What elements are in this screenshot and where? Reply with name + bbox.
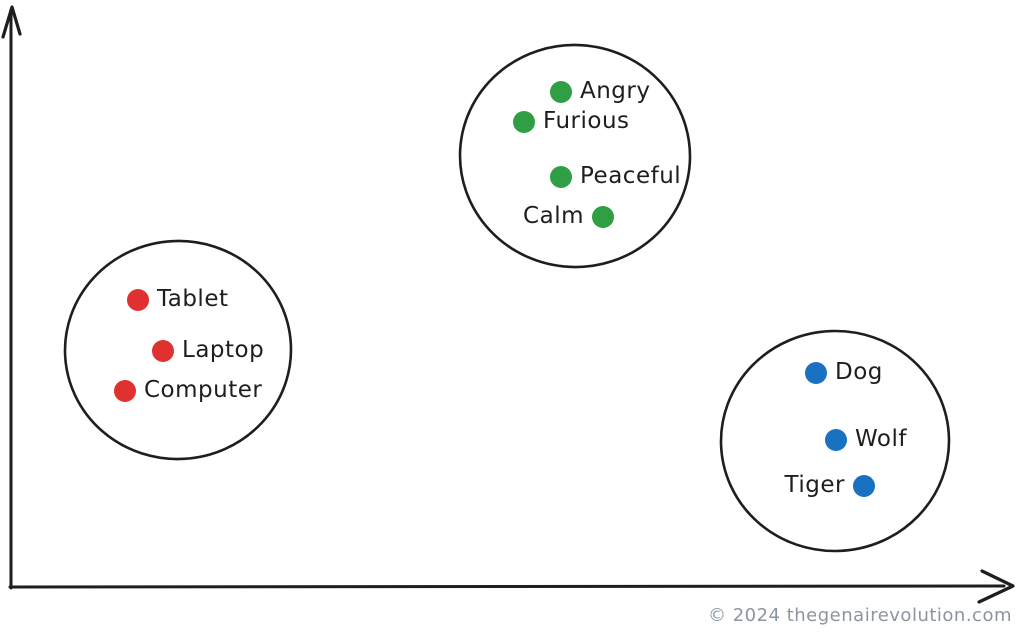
point-dot-computer (114, 380, 136, 402)
watermark: © 2024 thegenairevolution.com (707, 605, 1012, 626)
point-dot-dog (805, 362, 827, 384)
point-dot-wolf (825, 429, 847, 451)
point-dot-furious (513, 111, 535, 133)
point-label-dog: Dog (835, 358, 883, 385)
point-label-wolf: Wolf (855, 425, 907, 452)
x-axis-arrowhead (977, 569, 1015, 604)
y-axis-arrowhead (1, 5, 22, 39)
point-dot-tiger (853, 475, 875, 497)
point-label-furious: Furious (543, 107, 630, 134)
point-label-tiger: Tiger (784, 471, 845, 498)
point-label-laptop: Laptop (182, 336, 265, 363)
point-label-computer: Computer (144, 376, 263, 403)
point-dot-tablet (127, 289, 149, 311)
point-label-calm: Calm (523, 202, 584, 229)
point-label-angry: Angry (580, 77, 651, 104)
cluster-circle-emotions (458, 43, 692, 269)
cluster-circle-devices (63, 239, 293, 461)
point-label-tablet: Tablet (157, 285, 229, 312)
point-dot-angry (550, 81, 572, 103)
point-dot-peaceful (550, 166, 572, 188)
cluster-circle-animals (719, 329, 951, 553)
point-label-peaceful: Peaceful (580, 162, 682, 189)
point-dot-laptop (152, 340, 174, 362)
point-dot-calm (592, 206, 614, 228)
x-axis (8, 584, 1006, 589)
